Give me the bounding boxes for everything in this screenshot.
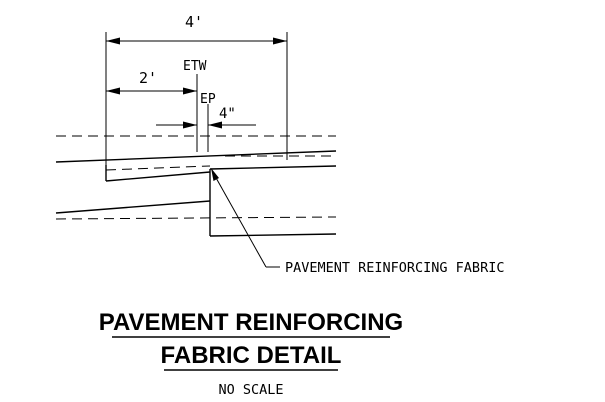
dashed-line-new-surface — [105, 165, 211, 171]
ep-label: EP — [200, 92, 216, 107]
partial-dimension-label: 2' — [139, 69, 157, 87]
existing-pavement-bottom — [209, 233, 337, 237]
offset-left-arrowhead — [183, 121, 197, 129]
etw-label: ETW — [183, 59, 207, 74]
overall-left-arrowhead — [106, 37, 120, 45]
overall-dimension: 4' — [105, 13, 288, 181]
pavement-section — [55, 135, 337, 237]
partial-left-arrowhead — [106, 87, 120, 95]
fabric-leader-arrowhead — [211, 168, 219, 181]
overall-dimension-label: 4' — [185, 13, 203, 31]
detail-title: PAVEMENT REINFORCING FABRIC DETAIL NO SC… — [99, 309, 403, 398]
fabric-leader-line — [214, 175, 267, 268]
fabric-callout-label: PAVEMENT REINFORCING FABRIC — [285, 260, 504, 276]
partial-dimension: 2' — [106, 69, 198, 152]
offset-dimension-label: 4" — [219, 106, 236, 122]
title-line-1: PAVEMENT REINFORCING — [99, 309, 403, 336]
partial-right-arrowhead — [183, 87, 197, 95]
offset-dimension — [156, 104, 256, 152]
scale-note: NO SCALE — [218, 382, 283, 398]
dashed-line-lower — [55, 216, 337, 220]
fabric-layer-line — [209, 165, 337, 170]
overall-right-arrowhead — [273, 37, 287, 45]
fabric-callout: PAVEMENT REINFORCING FABRIC — [211, 168, 504, 276]
title-line-2: FABRIC DETAIL — [161, 342, 342, 369]
widening-bottom-edge — [105, 171, 211, 182]
offset-right-arrowhead — [208, 121, 222, 129]
pavement-surface-line — [55, 150, 337, 163]
base-course-line — [55, 200, 211, 214]
